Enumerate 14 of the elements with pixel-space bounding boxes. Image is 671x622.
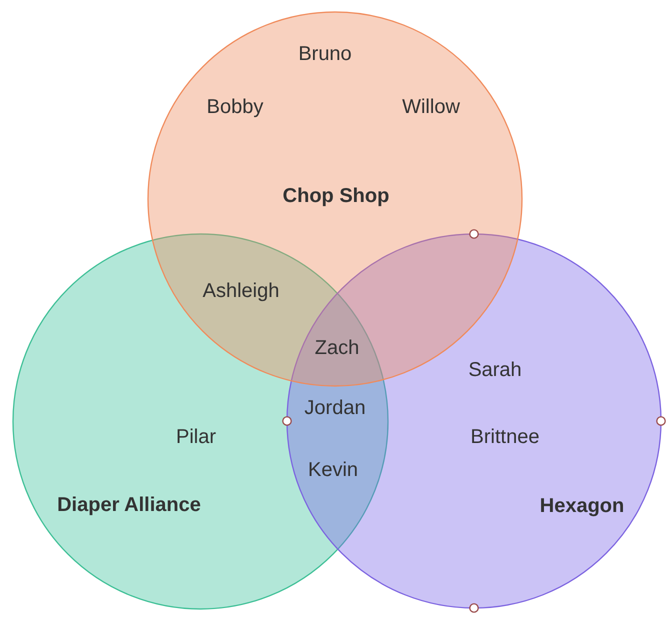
member-name: Bobby	[206, 96, 264, 118]
member-name: Kevin	[308, 459, 358, 481]
member-name: Jordan	[304, 397, 366, 419]
member-name: Willow	[402, 96, 460, 118]
circle-title: Hexagon	[540, 495, 624, 517]
venn-circle	[148, 12, 522, 386]
member-name: Bruno	[298, 43, 352, 65]
circle-title: Chop Shop	[282, 185, 390, 207]
circle-title: Diaper Alliance	[57, 494, 201, 516]
member-name: Pilar	[176, 426, 216, 448]
member-name: Brittnee	[470, 426, 540, 448]
member-name: Zach	[314, 337, 360, 359]
member-name: Sarah	[468, 359, 522, 381]
member-name: Ashleigh	[202, 280, 280, 302]
